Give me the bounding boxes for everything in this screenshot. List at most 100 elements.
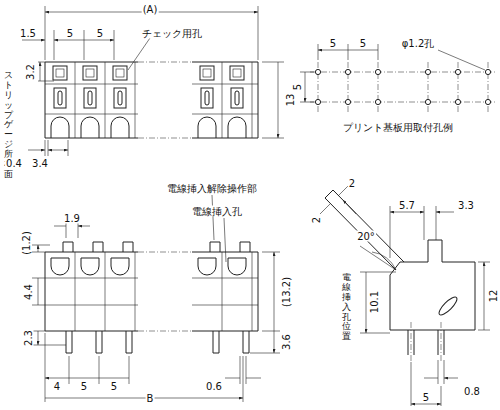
mount-hole [425,99,430,104]
check-hole [203,69,211,77]
module-divider [135,252,136,331]
dimension-label: 0.6 [205,381,223,392]
dimension-label: 2 [348,178,356,189]
module-divider [222,62,223,138]
dimension-label: 2.3 [23,329,34,347]
top-view [45,62,258,138]
mount-hole [375,69,380,74]
vertical-note: 電線挿入孔位置 [342,272,351,343]
wire-hole [51,117,69,138]
dimension-label: 3.6 [281,333,292,351]
check-hole [200,66,214,80]
wire-hole [111,258,129,275]
pin [213,331,219,353]
mount-hole [455,99,460,104]
release-slot [114,88,126,108]
release-slot [58,91,62,105]
release-lever [63,242,73,252]
mount-hole [375,99,380,104]
wire-hole [51,258,69,275]
mount-hole [485,69,490,74]
mount-hole [485,99,490,104]
mount-hole [455,69,460,74]
mount-hole [315,99,320,104]
pin [96,331,102,353]
release-lever [210,242,220,252]
wire-hole [81,258,99,275]
dimension-label: (A) [142,4,159,15]
dimension-lines [32,195,280,402]
release-slot [201,88,213,108]
module-divider [105,62,106,138]
dimension-label: プリント基板用取付孔例 [342,122,454,133]
dimension-label: 4.4 [23,283,34,301]
mount-hole [345,69,350,74]
module-divider [75,252,76,331]
pin [243,331,249,353]
release-lever [123,242,133,252]
wire-hole [228,117,246,138]
module-divider [105,252,106,331]
release-slot [235,91,239,105]
dimension-label: 3.2 [25,63,36,81]
release-slot [231,88,243,108]
check-hole [113,66,127,80]
dimension-label: (13.2) [281,276,292,308]
dimension-label: 20° [356,231,376,242]
wire-hole [111,117,129,138]
module-divider [252,62,253,138]
module-divider [222,252,223,331]
module-divider [135,62,136,138]
check-hole [83,66,97,80]
release-lever [240,242,250,252]
dimension-label: 5 [422,392,430,403]
check-hole [233,69,241,77]
module-divider [75,62,76,138]
dimension-label: 電線挿入解除操作部 [166,183,258,194]
dimension-label: 1.5 [19,28,37,39]
wire-hole [81,117,99,138]
mount-hole [345,99,350,104]
release-lever [93,242,103,252]
dimension-label: 5 [80,381,88,392]
wire-hole [228,258,246,275]
release-slot [205,91,209,105]
dimension-label: 2 [311,216,322,224]
check-hole [116,69,124,77]
dimension-label: 5 [359,38,367,49]
dimension-label: (1.2) [21,230,32,256]
dimension-label: 5 [96,28,104,39]
side-view [320,186,490,406]
mount-hole [315,69,320,74]
dimension-label: 12 [487,289,498,304]
dimension-label: 電線挿入孔 [191,206,243,217]
check-hole [86,69,94,77]
dimension-label: 3.4 [31,158,49,169]
wire-hole [198,117,216,138]
check-hole [53,66,67,80]
dimension-label: 3.3 [457,200,475,211]
dimension-label: 5.7 [398,200,416,211]
pin [126,331,132,353]
dimension-label: チェック用孔 [141,28,203,39]
dimension-label: 13 [285,93,296,108]
dimension-label: 1.9 [63,213,81,224]
dimension-label: 5 [66,28,74,39]
dimension-lines [22,6,284,156]
release-slot [54,88,66,108]
pin [66,331,72,353]
dimension-label: 0.8 [463,386,481,397]
dimension-label: 5 [110,381,118,392]
dimension-label: 5 [329,38,337,49]
wire-hole [198,258,216,275]
dimension-label: 4 [53,381,61,392]
dimension-label: 5 [292,83,303,91]
release-slot [88,91,92,105]
dimension-label: B [146,393,155,404]
dimension-label: φ1.2孔 [401,38,436,49]
dimension-label: 0.4 [5,158,23,169]
check-hole [230,66,244,80]
check-hole [56,69,64,77]
module-divider [252,252,253,331]
